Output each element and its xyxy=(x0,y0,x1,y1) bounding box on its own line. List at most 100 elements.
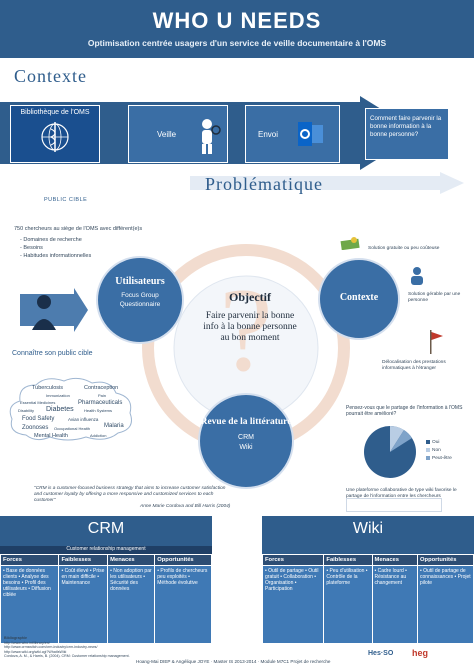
credits: Hoang-Mai DIEP & Angélique JOYE · Master… xyxy=(136,659,331,664)
revue-item: CRM xyxy=(238,434,254,441)
objectif-title: Objectif xyxy=(229,290,271,304)
cloud-word: Zoonoses xyxy=(22,425,49,431)
crm-quote-author: Anne Marie Cordova and Bill Harris (2004… xyxy=(140,504,231,509)
wiki-swot: Wiki Forces Faiblesses Menaces Opportuni… xyxy=(261,516,474,644)
cloud-word: Disability xyxy=(18,408,35,413)
public-intro: 750 chercheurs au siège de l'OMS avec di… xyxy=(14,226,143,232)
cloud-shape xyxy=(9,377,132,441)
legend-non: Non xyxy=(432,448,441,453)
silhouette-icon xyxy=(20,288,88,332)
who-logo-icon xyxy=(41,122,69,152)
utilisateurs-title: Utilisateurs xyxy=(115,276,165,287)
wiki-header-forces: Forces xyxy=(261,554,325,566)
utilisateurs-item: Focus Group xyxy=(121,292,159,299)
panel-question: Comment faire parvenir la bonne informat… xyxy=(365,108,449,160)
bibliography: Bibliographie http://www.who.int/library… xyxy=(4,636,194,659)
contexte-heading: Contexte xyxy=(14,66,87,86)
panel-veille: Veille xyxy=(128,105,228,163)
objectif-text: Faire parvenir la bonne info à la bonne … xyxy=(203,311,297,343)
crm-subtitle: Customer relationship management xyxy=(0,546,212,554)
public-label: Public cible xyxy=(44,197,88,203)
public-item: - Besoins xyxy=(20,245,43,251)
page-title: WHO U NEEDS xyxy=(152,8,322,33)
magnifier-person-icon xyxy=(202,119,221,154)
note-outsourcing: Délocalisation des prestations informati… xyxy=(382,360,446,371)
cloud-word: Contraception xyxy=(84,385,119,391)
page-subtitle: Optimisation centrée usagers d'un servic… xyxy=(87,38,387,48)
public-item: - Habitudes informationnelles xyxy=(20,253,92,259)
cloud-word: Diabetes xyxy=(46,406,74,413)
heg-logo: heg xyxy=(412,648,429,658)
revue-title: Revue de la littérature xyxy=(200,417,292,427)
cloud-word: Health Systems xyxy=(84,408,113,413)
svg-text:?: ? xyxy=(219,263,272,396)
wiki-cell-faiblesses: • Peu d'utilisation • Contrôle de la pla… xyxy=(323,565,373,644)
bibliography-line: http://www.crmswitch.com/crm-industry/cr… xyxy=(4,645,98,650)
pie-legend: Oui Non Peut-être xyxy=(432,439,452,463)
know-audience-label: Connaître son public cible xyxy=(12,350,93,357)
panel-library-label: Bibliothèque de l'OMS xyxy=(20,109,90,116)
topic-word-cloud: Tuberculosis Contraception Immunization … xyxy=(6,375,136,443)
cloud-word: Occupational Health xyxy=(54,426,91,431)
wiki-header-faiblesses: Faiblesses xyxy=(323,554,373,566)
crm-cell-faiblesses: • Coût élevé • Prise en main difficile •… xyxy=(58,565,109,644)
crm-cell-opportunites: • Profils de chercheurs peu exploités • … xyxy=(154,565,212,644)
cloud-word: Pain xyxy=(98,393,107,398)
crm-header-forces: Forces xyxy=(0,554,60,566)
wiki-cell-menaces: • Cadre lourd • Résistance au changement xyxy=(371,565,419,644)
money-icon xyxy=(340,237,360,250)
pie-slice-peut-etre xyxy=(390,430,412,452)
wiki-header-menaces: Menaces xyxy=(371,554,419,566)
wiki-title: Wiki xyxy=(262,516,474,554)
crm-cell-menaces: • Non adoption par les utilisateurs • Sé… xyxy=(107,565,156,644)
header-banner xyxy=(0,0,474,58)
utilisateurs-circle: Utilisateurs Focus Group Questionnaire xyxy=(96,256,184,344)
panel-veille-label: Veille xyxy=(157,130,177,139)
crm-header-menaces: Menaces xyxy=(107,554,156,566)
wiki-note: Une plateforme collaborative de type wik… xyxy=(346,488,457,499)
legend-peut-etre: Peut-être xyxy=(432,456,452,461)
crm-header-opportunites: Opportunités xyxy=(154,554,212,566)
cloud-word: Pharmaceuticals xyxy=(78,400,123,406)
methodology-ring: ? xyxy=(142,244,350,452)
utilisateurs-item: Questionnaire xyxy=(119,301,161,308)
cloud-word: Food Safety xyxy=(22,416,55,422)
bibliography-line: http://www.wiki.org/wiki.cgi?WhatIsWiki xyxy=(4,649,67,654)
public-item: - Domaines de recherche xyxy=(20,237,82,243)
pie-question: Pensez-vous que le partage de l'informat… xyxy=(346,405,463,417)
wiki-swot-table: Forces Faiblesses Menaces Opportunités •… xyxy=(261,554,474,644)
objectif-block: Objectif Faire parvenir la bonne info à … xyxy=(200,290,300,344)
revue-item: Wiki xyxy=(239,444,253,451)
crm-header-faiblesses: Faiblesses xyxy=(58,554,109,566)
cloud-word: Tuberculosis xyxy=(32,385,63,391)
contexte-circle-title: Contexte xyxy=(339,292,379,303)
note-manageable: Solution gérable par une personne xyxy=(408,292,461,303)
problematique-heading: Problématique xyxy=(205,174,323,194)
panel-envoi-label: Envoi xyxy=(258,130,279,139)
cloud-word: Addiction xyxy=(90,433,107,438)
crm-swot-table: Forces Faiblesses Menaces Opportunités •… xyxy=(0,554,212,644)
legend-oui: Oui xyxy=(432,440,440,445)
wiki-cell-forces: • Outil de partage • Outil gratuit • Col… xyxy=(261,565,325,644)
crm-cell-forces: • Base de données clients • Analyse des … xyxy=(0,565,60,644)
outlook-mail-icon xyxy=(298,122,323,146)
panel-envoi: Envoi xyxy=(245,105,340,163)
contexte-circle: Contexte xyxy=(318,258,400,340)
cloud-word: Mental Health xyxy=(34,433,68,439)
cloud-word: Immunization xyxy=(46,393,70,398)
hes-so-logo: Hes·SO xyxy=(368,650,394,657)
public-list: - Domaines de recherche - Besoins - Habi… xyxy=(20,236,91,260)
wiki-header-opportunites: Opportunités xyxy=(417,554,474,566)
revue-circle: Revue de la littérature CRM Wiki xyxy=(198,393,294,489)
panel-library: Bibliothèque de l'OMS xyxy=(10,105,100,163)
problematique-arrow xyxy=(190,172,464,194)
crm-quote: "CRM is a customer-focused business stra… xyxy=(34,486,226,503)
bibliography-line: http://www.who.int/library/en/ xyxy=(4,640,50,645)
cloud-word: Essential Medicines xyxy=(20,400,56,405)
wiki-cell-opportunites: • Outil de partage de connaissances • Pr… xyxy=(417,565,474,644)
cloud-word: Avian influenza xyxy=(68,417,99,422)
pie-slice-non xyxy=(390,425,404,452)
pie-chart xyxy=(364,425,430,478)
cloud-word: Malaria xyxy=(104,423,124,429)
user-icon xyxy=(411,267,423,285)
